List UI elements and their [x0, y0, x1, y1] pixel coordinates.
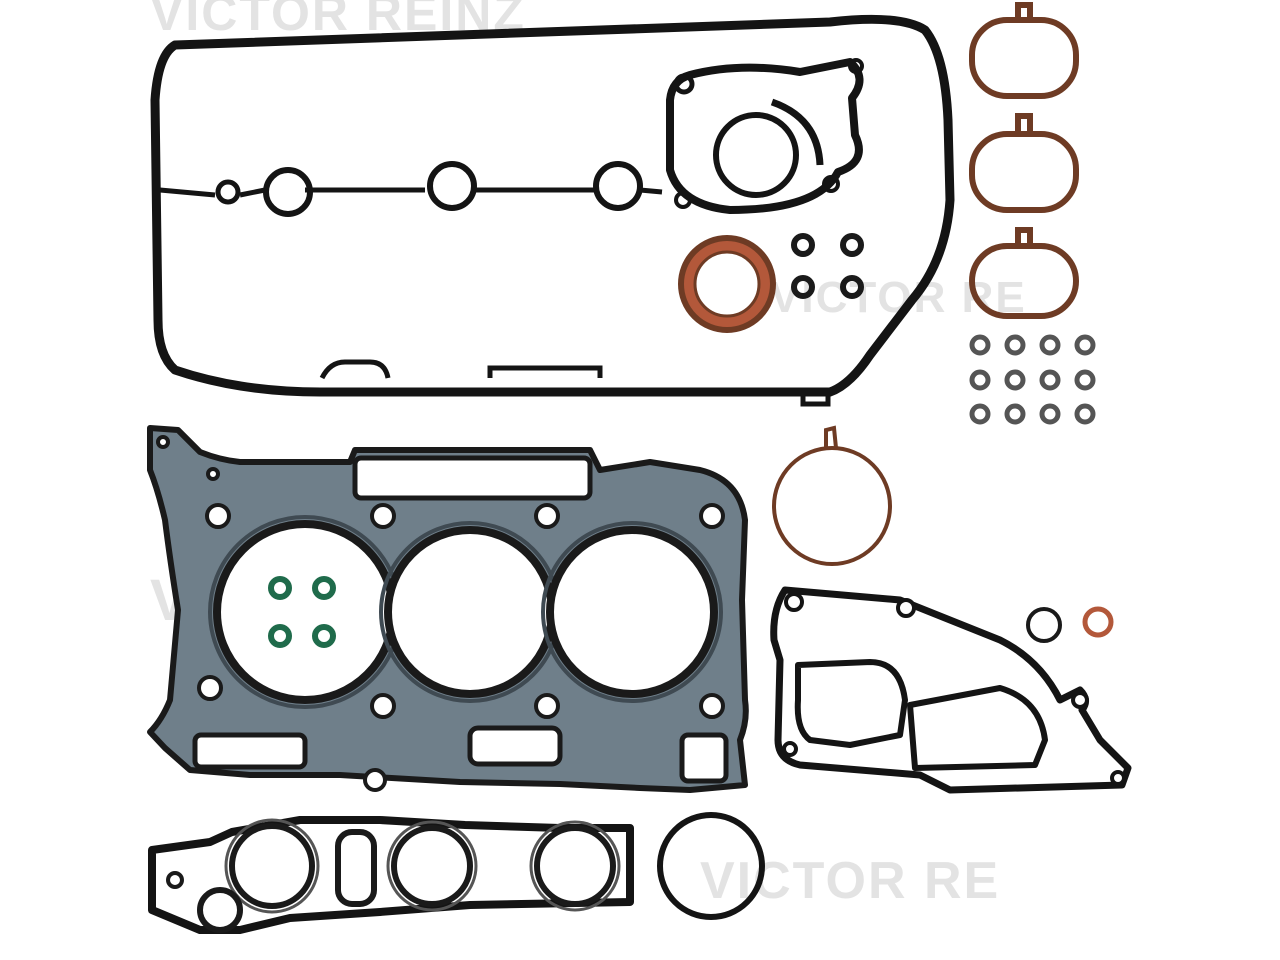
- valve-stem-seals-grid: [969, 334, 1096, 425]
- exhaust-manifold-gasket: [148, 816, 634, 934]
- timing-cover-gasket: [770, 586, 1132, 794]
- intake-runner-seal-1: [969, 17, 1079, 99]
- valve-cover-gasket: [150, 14, 955, 407]
- black-o-ring: [1026, 607, 1062, 643]
- intake-runner-seal-2: [969, 131, 1079, 213]
- intake-runner-seal-3: [969, 243, 1079, 319]
- intake-runner-seals: [969, 2, 1079, 319]
- crankshaft-oil-seal: [678, 235, 776, 333]
- small-o-rings: [1026, 606, 1114, 643]
- large-o-ring: [657, 812, 765, 920]
- valve-seals-green: [268, 576, 336, 648]
- cylinder-head-gasket: [147, 425, 749, 793]
- valve-stem-seals-small-group: [791, 233, 864, 299]
- throttle-body-o-ring: [772, 425, 892, 566]
- water-pump-gasket: [666, 58, 864, 214]
- copper-washer: [1082, 606, 1114, 638]
